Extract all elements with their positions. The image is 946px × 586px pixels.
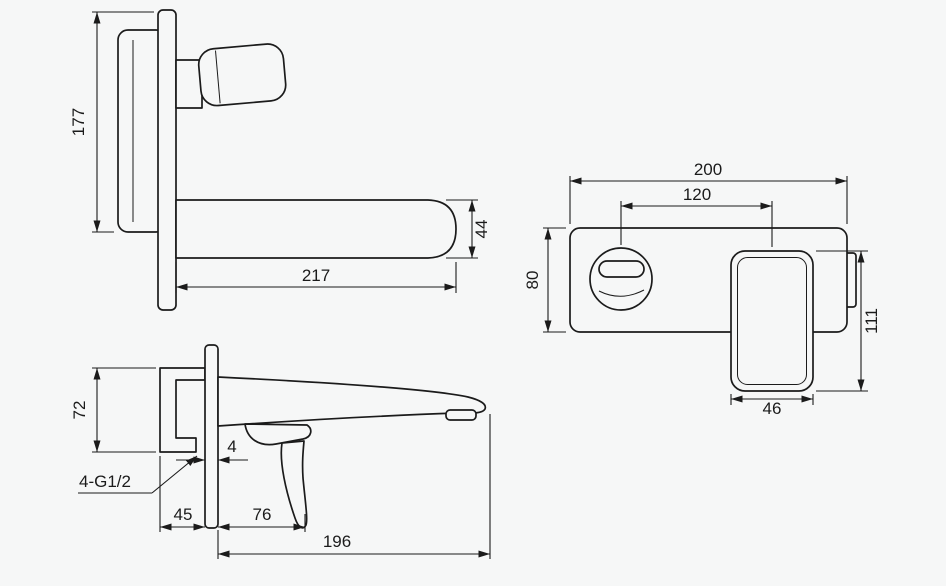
lever-handle xyxy=(280,440,308,529)
spout-outlet-slot xyxy=(598,260,645,278)
wall-plate-side xyxy=(204,344,219,529)
dim-body-depth: 45 xyxy=(174,505,193,524)
aerator-outlet xyxy=(445,409,477,421)
dim-handle-length: 111 xyxy=(862,308,881,334)
dim-body-height: 72 xyxy=(70,401,89,420)
thread-callout-label: 4-G1/2 xyxy=(79,472,131,491)
dim-total-reach: 196 xyxy=(323,532,351,551)
handle-front xyxy=(730,250,814,392)
cartridge-housing xyxy=(244,423,312,446)
dim-reach: 217 xyxy=(302,266,330,285)
dim-lever-offset: 76 xyxy=(253,505,272,524)
dim-spout-height: 44 xyxy=(472,220,491,239)
side-view: 177 217 44 xyxy=(69,9,491,311)
front-view: 200 120 80 111 46 xyxy=(523,160,881,418)
dim-plate-height: 80 xyxy=(523,271,542,290)
wall-plate-edge xyxy=(157,9,177,311)
thread-callout-leader xyxy=(151,455,198,494)
dim-handle-width: 46 xyxy=(763,399,782,418)
dim-height: 177 xyxy=(69,108,88,136)
inwall-body-side xyxy=(159,367,206,453)
handle-side xyxy=(197,43,287,107)
handle-hub xyxy=(175,59,203,109)
dim-plate-width: 200 xyxy=(694,160,722,179)
spout-profile xyxy=(217,376,487,427)
installation-side-view: 72 4 4-G1/2 45 76 196 xyxy=(70,344,491,559)
spout xyxy=(175,199,457,259)
handle xyxy=(197,43,287,107)
handle-front-inner-line xyxy=(737,257,807,385)
handle-joint-line xyxy=(214,50,221,104)
escutcheon-lip-arc xyxy=(598,289,645,297)
dim-spacing: 120 xyxy=(683,185,711,204)
install-view-dimensions: 72 4 4-G1/2 45 76 196 xyxy=(70,367,491,559)
spout-escutcheon xyxy=(589,247,653,311)
side-view-dimensions: 177 217 44 xyxy=(69,11,491,293)
dim-plate-thickness: 4 xyxy=(227,437,236,456)
front-view-dimensions: 200 120 80 111 46 xyxy=(523,160,881,418)
